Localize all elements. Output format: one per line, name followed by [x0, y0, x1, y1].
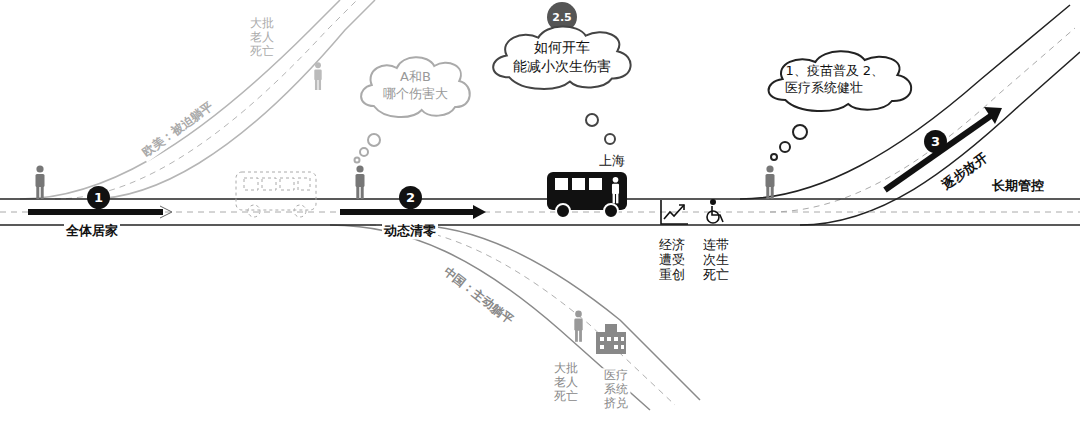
elderly-person-icon — [314, 62, 321, 90]
thought-cloud: 如何开车 能减小次生伤害 — [483, 20, 641, 93]
thought-text: 1、疫苗普及 2、医疗系统健壮 — [785, 63, 894, 97]
callout-number: 2.5 — [552, 12, 572, 23]
callout-circle: 1 — [87, 186, 110, 209]
place-label: 上海 — [597, 153, 627, 170]
chart-icon — [661, 200, 688, 224]
thought-text: A和B 哪个伤害大 — [380, 69, 450, 103]
thought-cloud: A和B 哪个伤害大 — [353, 51, 478, 121]
upper-branch-road — [20, 0, 375, 199]
outcome-label: 大批老人死亡 — [247, 16, 276, 59]
stage-label: 全体居家 — [64, 223, 120, 240]
thought-bubbles — [355, 114, 808, 163]
branch-label: 中国：主动躺平 — [438, 263, 517, 330]
stage-label: 逐步放开 — [937, 149, 992, 196]
lower-branch-road — [330, 225, 700, 410]
callout-number: 2 — [406, 191, 415, 204]
callout-number: 3 — [931, 135, 940, 148]
callout-circle: 2 — [399, 186, 422, 209]
wheelchair-icon — [707, 200, 723, 223]
main-road — [0, 199, 1080, 225]
ghost-bus — [236, 172, 316, 217]
effect-label: 经济遭受重创 — [656, 237, 687, 284]
outcome-label: 大批老人死亡 — [551, 361, 580, 404]
callout-number: 1 — [94, 191, 103, 204]
bus — [547, 172, 627, 218]
thought-cloud: 1、疫苗普及 2、医疗系统健壮 — [758, 45, 922, 115]
effect-label: 连带次生死亡 — [700, 237, 731, 284]
stage-label: 长期管控 — [990, 178, 1046, 195]
cloud-outline — [483, 20, 641, 93]
outcome-label: 医疗系统挤兑 — [601, 368, 630, 411]
person-icon — [766, 165, 775, 199]
branch-label: 欧美：被迫躺平 — [138, 98, 218, 163]
stage-label: 动态清零 — [382, 223, 438, 240]
person-icon — [36, 165, 45, 199]
callout-circle: 3 — [924, 130, 947, 153]
person-icon — [356, 165, 365, 199]
right-branch-road — [740, 5, 1080, 225]
hospital-icon — [596, 324, 626, 354]
thought-text: 如何开车 能减小次生伤害 — [510, 38, 614, 74]
elderly-person-icon — [574, 311, 582, 342]
